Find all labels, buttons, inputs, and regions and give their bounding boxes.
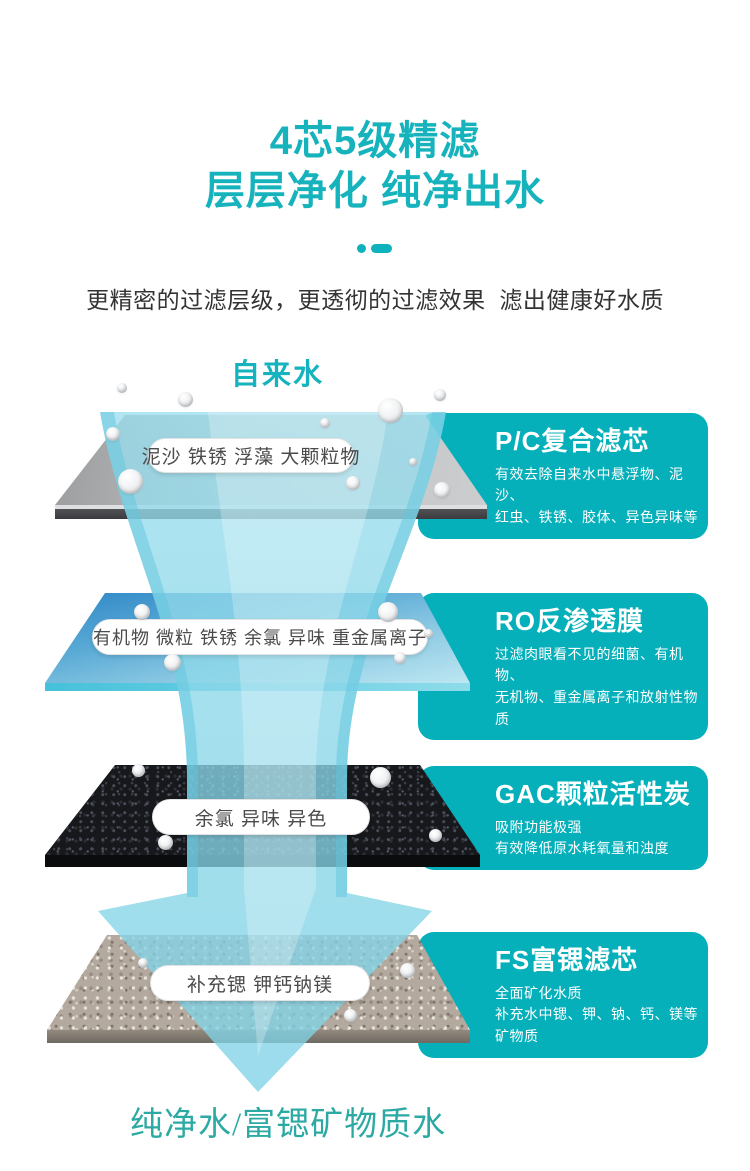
stage-description: 有效去除自来水中悬浮物、泥沙、 红虫、铁锈、胶体、异色异味等 bbox=[495, 465, 698, 525]
page-title-line2: 层层净化 纯净出水 bbox=[204, 169, 546, 213]
stage-title: FS富锶滤芯 bbox=[495, 945, 639, 975]
output-water-label: 纯净水/富锶矿物质水 bbox=[130, 1107, 447, 1143]
source-water-label: 自来水 bbox=[231, 359, 325, 391]
stage-title: GAC颗粒活性炭 bbox=[495, 779, 691, 809]
water-bubble bbox=[424, 629, 433, 638]
water-bubble bbox=[434, 482, 450, 498]
water-bubble bbox=[132, 764, 145, 777]
stage-title: RO反渗透膜 bbox=[495, 606, 645, 636]
filter-layer-edge bbox=[55, 505, 487, 519]
page-subtitle: 更精密的过滤层级，更透彻的过滤效果 滤出健康好水质 bbox=[86, 287, 664, 313]
contaminants-pill: 泥沙 铁锈 浮藻 大颗粒物 bbox=[142, 438, 359, 473]
stage-card-pc-filter: P/C复合滤芯 有效去除自来水中悬浮物、泥沙、 红虫、铁锈、胶体、异色异味等 bbox=[418, 413, 708, 539]
water-bubble bbox=[106, 427, 120, 441]
stage-description: 吸附功能极强 有效降低原水耗氧量和浊度 bbox=[495, 818, 669, 857]
filter-layer-edge bbox=[45, 683, 470, 691]
stage-description: 全面矿化水质 补充水中锶、钾、钠、钙、镁等 矿物质 bbox=[495, 984, 698, 1044]
water-bubble bbox=[178, 392, 193, 407]
water-bubble bbox=[434, 389, 446, 401]
water-bubble bbox=[400, 963, 415, 978]
water-bubble bbox=[138, 958, 148, 968]
stage-description: 过滤肉眼看不见的细菌、有机物、 无机物、重金属离子和放射性物质 bbox=[495, 645, 698, 727]
water-bubble bbox=[378, 602, 398, 622]
water-bubble bbox=[378, 398, 403, 423]
water-bubble bbox=[394, 652, 406, 664]
water-bubble bbox=[429, 829, 442, 842]
water-bubble bbox=[320, 418, 330, 428]
contaminants-pill: 余氯 异味 异色 bbox=[152, 799, 370, 835]
page-title-line1: 4芯5级精滤 bbox=[269, 119, 481, 163]
water-bubble bbox=[346, 476, 360, 490]
stage-title: P/C复合滤芯 bbox=[495, 426, 650, 456]
filter-layer-edge bbox=[45, 855, 480, 867]
divider-dot-icon bbox=[357, 244, 366, 253]
water-bubble bbox=[164, 654, 181, 671]
divider-dash-icon bbox=[371, 244, 392, 253]
stage-card-ro-membrane: RO反渗透膜 过滤肉眼看不见的细菌、有机物、 无机物、重金属离子和放射性物质 bbox=[418, 593, 708, 741]
water-bubble bbox=[118, 469, 143, 494]
water-bubble bbox=[158, 835, 173, 850]
water-bubble bbox=[117, 383, 127, 393]
filter-layer-edge bbox=[47, 1030, 470, 1043]
water-bubble bbox=[409, 458, 417, 466]
minerals-pill: 补充锶 钾钙钠镁 bbox=[150, 965, 370, 1001]
water-bubble bbox=[134, 604, 150, 620]
contaminants-pill: 有机物 微粒 铁锈 余氯 异味 重金属离子 bbox=[92, 619, 428, 655]
water-bubble bbox=[370, 767, 391, 788]
water-bubble bbox=[344, 1009, 357, 1022]
